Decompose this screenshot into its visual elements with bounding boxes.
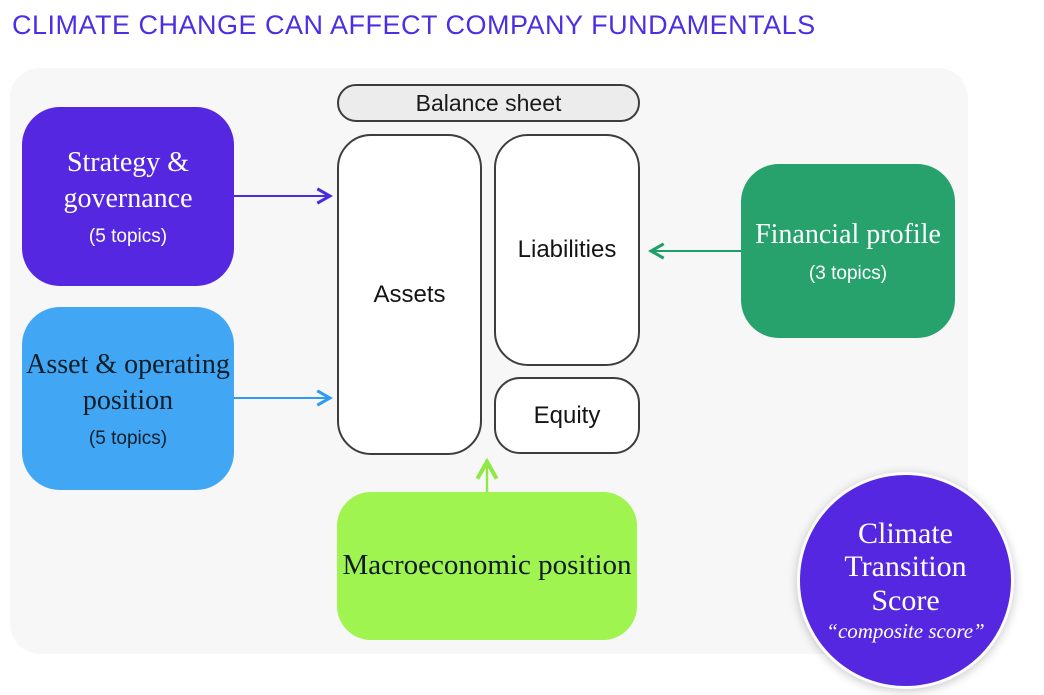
financial-profile-box: Financial profile (3 topics) (741, 164, 955, 338)
macroeconomic-position-label: Macroeconomic position (342, 549, 632, 582)
financial-profile-label: Financial profile (755, 219, 941, 251)
equity-box: Equity (494, 377, 640, 454)
score-sublabel: “composite score” (826, 619, 985, 644)
macroeconomic-position-box: Macroeconomic position (337, 492, 637, 640)
liabilities-box: Liabilities (494, 134, 640, 366)
assets-box: Assets (337, 134, 482, 455)
assets-label: Assets (373, 280, 446, 308)
climate-transition-score-badge: Climate Transition Score “composite scor… (797, 472, 1014, 689)
asset-operating-position-box: Asset & operating position (5 topics) (22, 307, 234, 490)
equity-label: Equity (533, 401, 601, 429)
financial-profile-topics: (3 topics) (808, 262, 888, 284)
balance-sheet-label: Balance sheet (415, 89, 562, 116)
balance-sheet-pill: Balance sheet (337, 84, 640, 122)
asset-operating-position-topics: (5 topics) (88, 428, 168, 450)
strategy-governance-box: Strategy & governance (5 topics) (22, 107, 234, 286)
strategy-governance-label: Strategy & governance (63, 146, 193, 214)
strategy-governance-topics: (5 topics) (88, 226, 168, 248)
liabilities-label: Liabilities (517, 236, 617, 263)
asset-operating-position-label: Asset & operating position (26, 348, 230, 416)
page-title: CLIMATE CHANGE CAN AFFECT COMPANY FUNDAM… (12, 10, 816, 40)
score-label: Climate Transition Score (844, 516, 967, 617)
